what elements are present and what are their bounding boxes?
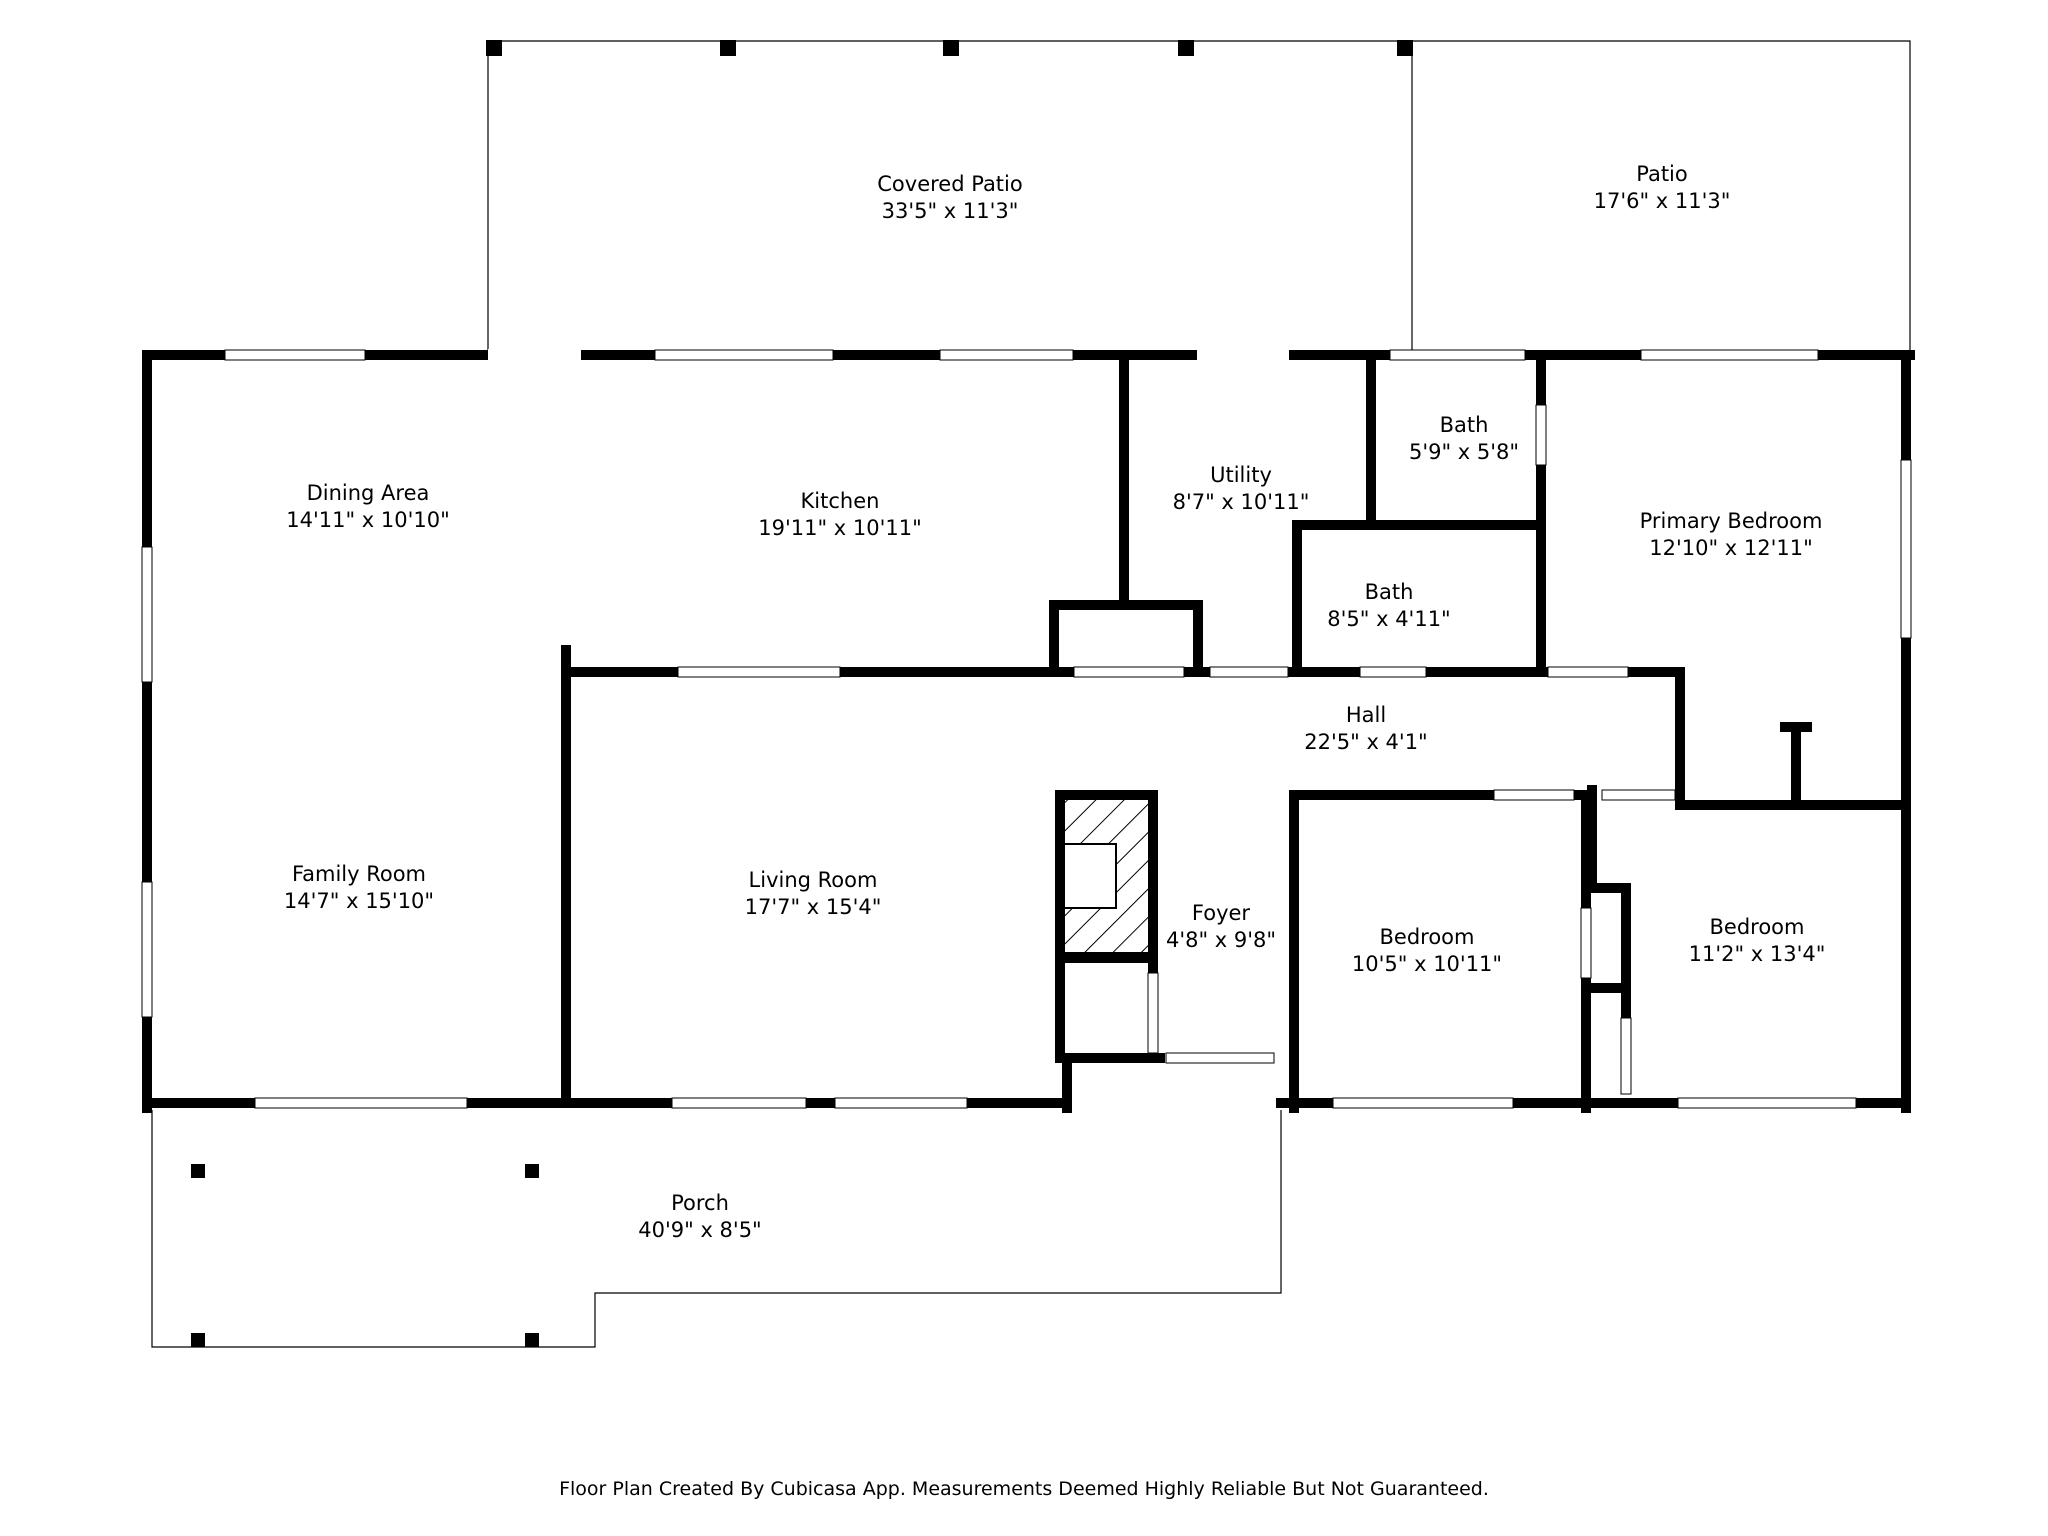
room-name-covered-patio: Covered Patio [877, 172, 1022, 196]
room-dims-utility: 8'7" x 10'11" [1173, 490, 1310, 514]
room-dims-covered-patio: 33'5" x 11'3" [882, 199, 1019, 223]
room-dims-patio: 17'6" x 11'3" [1594, 189, 1731, 213]
post [525, 1333, 539, 1347]
post [943, 40, 959, 56]
window [141, 546, 153, 683]
door-opening [1535, 404, 1547, 466]
window [1640, 349, 1819, 361]
porch-outline [151, 1110, 1282, 1348]
room-dims-bedroom-1: 10'5" x 10'11" [1352, 952, 1502, 976]
window [654, 349, 834, 361]
window [254, 1097, 468, 1109]
room-dims-dining-area: 14'11" x 10'10" [286, 508, 450, 532]
post [1397, 40, 1413, 56]
patio-outline [1412, 40, 1911, 355]
room-name-kitchen: Kitchen [801, 489, 880, 513]
room-name-dining-area: Dining Area [307, 481, 430, 505]
window [1677, 1097, 1857, 1109]
door-opening [1073, 666, 1185, 678]
room-dims-hall: 22'5" x 4'1" [1304, 730, 1427, 754]
door-opening [1493, 789, 1575, 801]
window [1389, 349, 1526, 361]
window [939, 349, 1074, 361]
room-dims-bedroom-2: 11'2" x 13'4" [1689, 942, 1826, 966]
room-name-utility: Utility [1210, 463, 1272, 487]
outdoor-outlines [151, 40, 1911, 1348]
fireplace-firebox [1057, 843, 1117, 909]
covered-patio-outline [487, 40, 1413, 355]
room-dims-living-room: 17'7" x 15'4" [745, 895, 882, 919]
post [191, 1333, 205, 1347]
window [834, 1097, 968, 1109]
room-name-bath-lower: Bath [1365, 580, 1414, 604]
walls [142, 350, 1915, 1113]
room-name-bedroom-2: Bedroom [1710, 915, 1805, 939]
window [671, 1097, 807, 1109]
opening [1197, 349, 1289, 361]
window [1332, 1097, 1514, 1109]
door-opening [1580, 907, 1592, 979]
window [224, 349, 366, 361]
disclaimer-footer: Floor Plan Created By Cubicasa App. Meas… [559, 1478, 1489, 1500]
door-opening [1165, 1052, 1275, 1064]
door-opening [1359, 666, 1427, 678]
room-dims-bath-lower: 8'5" x 4'11" [1327, 607, 1450, 631]
room-dims-kitchen: 19'11" x 10'11" [758, 516, 922, 540]
window [141, 881, 153, 1018]
room-labels: Covered Patio 33'5" x 11'3" Patio 17'6" … [284, 162, 1825, 1242]
openings [141, 349, 1912, 1109]
room-dims-family-room: 14'7" x 15'10" [284, 889, 434, 913]
post [720, 40, 736, 56]
post [486, 40, 502, 56]
room-name-foyer: Foyer [1192, 901, 1251, 925]
door-opening [1547, 666, 1629, 678]
door-opening [1601, 789, 1676, 801]
door-opening [677, 666, 841, 678]
room-dims-bath-upper: 5'9" x 5'8" [1409, 440, 1519, 464]
room-name-family-room: Family Room [292, 862, 426, 886]
room-name-porch: Porch [671, 1191, 729, 1215]
door-opening [1147, 972, 1159, 1054]
fireplace [1057, 794, 1154, 954]
opening [488, 349, 581, 361]
post [525, 1164, 539, 1178]
room-name-patio: Patio [1636, 162, 1688, 186]
post [1178, 40, 1194, 56]
door-opening [1209, 666, 1289, 678]
room-name-bath-upper: Bath [1440, 413, 1489, 437]
room-name-living-room: Living Room [749, 868, 878, 892]
room-dims-foyer: 4'8" x 9'8" [1166, 928, 1276, 952]
room-name-bedroom-1: Bedroom [1380, 925, 1475, 949]
post [191, 1164, 205, 1178]
room-name-primary-bedroom: Primary Bedroom [1640, 509, 1823, 533]
posts [191, 40, 1413, 1347]
door-opening [1620, 1017, 1632, 1095]
room-dims-primary-bedroom: 12'10" x 12'11" [1649, 536, 1813, 560]
window [1900, 459, 1912, 639]
room-name-hall: Hall [1346, 703, 1386, 727]
room-dims-porch: 40'9" x 8'5" [638, 1218, 761, 1242]
